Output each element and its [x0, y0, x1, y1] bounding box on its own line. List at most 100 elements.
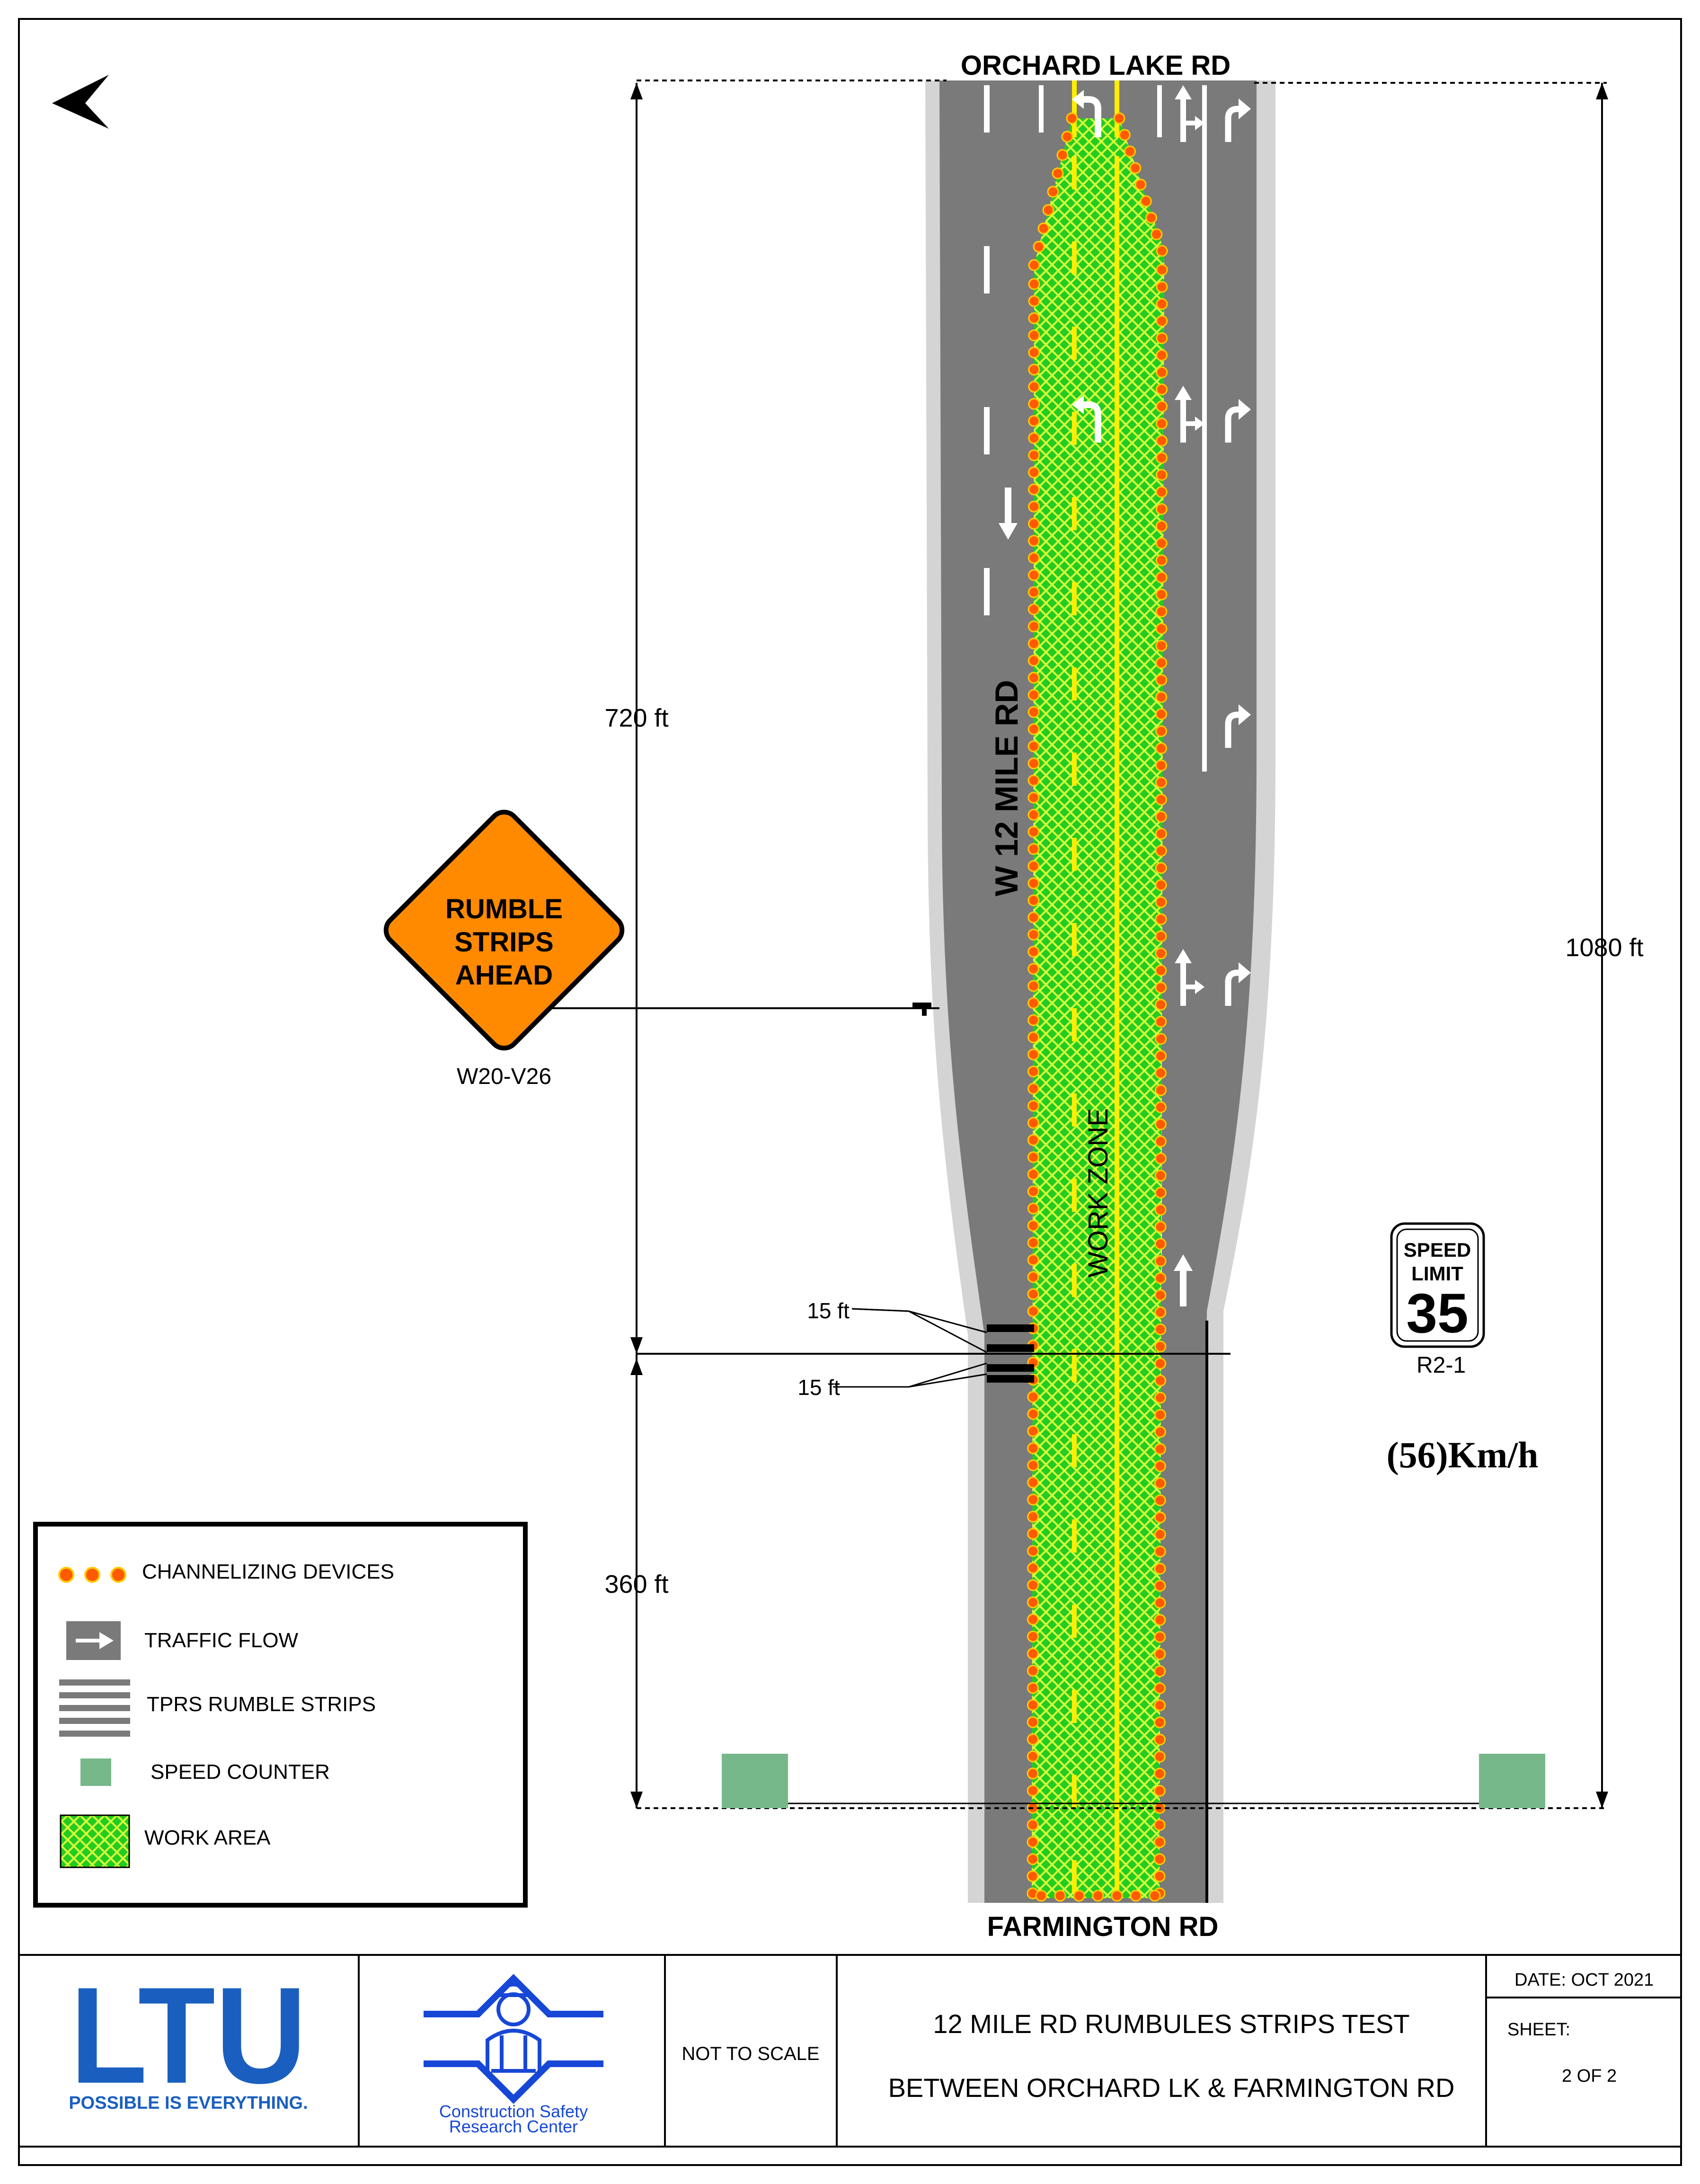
channelizing-device — [1027, 1682, 1039, 1694]
right-turn-arrow-icon — [1225, 98, 1251, 142]
channelizing-device — [1027, 1014, 1040, 1026]
work-zone-label: WORK ZONE — [1083, 1108, 1114, 1278]
channelizing-device — [1027, 946, 1040, 958]
channelizing-device — [1154, 1460, 1166, 1472]
traffic-direction-arrow-icon — [1174, 1254, 1193, 1306]
channelizing-device — [1130, 1890, 1142, 1902]
dimension-lines — [549, 80, 1607, 1809]
date-field: DATE: OCT 2021 — [1514, 1970, 1654, 1990]
channelizing-device — [1154, 1409, 1166, 1421]
channelizing-device — [1027, 620, 1040, 632]
channelizing-device — [1027, 1031, 1040, 1043]
channelizing-device — [1155, 537, 1168, 550]
channelizing-device — [1156, 435, 1168, 447]
channelizing-device — [1154, 1323, 1167, 1335]
channelizing-device — [1155, 759, 1167, 772]
channelizing-device — [1027, 1408, 1039, 1420]
speed-counter-icon — [80, 1758, 111, 1786]
channelizing-device — [1155, 605, 1168, 618]
channelizing-device — [1047, 186, 1059, 198]
channelizing-device — [1154, 1170, 1167, 1182]
left-turn-arrow-icon — [1072, 90, 1101, 137]
channelizing-device — [1156, 332, 1168, 344]
channelizing-device — [1155, 879, 1167, 891]
channelizing-device — [1155, 1067, 1167, 1079]
worker-icon — [486, 1982, 541, 2073]
channelizing-device — [1027, 826, 1040, 838]
channelizing-device — [1156, 383, 1168, 396]
channelizing-device — [1155, 793, 1167, 806]
channelizing-device — [1155, 554, 1168, 567]
channelizing-device — [1027, 1425, 1039, 1437]
channelizing-device — [1027, 1288, 1039, 1300]
channelizing-device — [1154, 1375, 1167, 1387]
speed-counter-east — [1479, 1754, 1545, 1808]
road — [925, 80, 1275, 1903]
channelizing-device — [1140, 195, 1152, 207]
north-arrow-icon — [52, 75, 109, 129]
csrc-line-1: Construction Safety — [439, 2102, 588, 2121]
channelizing-device — [1155, 1050, 1167, 1062]
legend-label: CHANNELIZING DEVICES — [142, 1560, 394, 1583]
channelizing-device — [1153, 1819, 1166, 1831]
channelizing-device — [1154, 1631, 1166, 1643]
channelizing-device — [1037, 222, 1050, 234]
channelizing-device — [1028, 449, 1040, 462]
channelizing-device — [1027, 1648, 1039, 1660]
channelizing-device — [1155, 1016, 1167, 1028]
channelizing-device — [1154, 1101, 1167, 1113]
channelizing-device — [1155, 1033, 1167, 1045]
dimension-total: 1080 ft — [1565, 933, 1643, 962]
channelizing-device — [1155, 520, 1168, 533]
channelizing-device — [1027, 929, 1040, 941]
channelizing-device — [1155, 1084, 1167, 1096]
scale-note: NOT TO SCALE — [682, 2043, 819, 2064]
channelizing-device — [1027, 1819, 1039, 1831]
channelizing-device — [1149, 1890, 1161, 1902]
channelizing-device — [1155, 742, 1167, 755]
channelizing-device — [1154, 1614, 1166, 1626]
channelizing-device — [1028, 346, 1040, 359]
channelizing-device — [1052, 167, 1064, 179]
sheet-value: 2 OF 2 — [1562, 2066, 1617, 2086]
channelizing-device — [1124, 145, 1136, 158]
channelizing-device — [1155, 776, 1167, 789]
channelizing-device — [1027, 706, 1040, 718]
channelizing-device — [1027, 689, 1040, 701]
legend-label: WORK AREA — [144, 1826, 271, 1849]
channelizing-device — [1033, 240, 1045, 253]
channelizing-device — [1154, 1187, 1167, 1199]
channelizing-device — [1056, 149, 1069, 161]
channelizing-device — [1027, 1493, 1039, 1506]
channelizing-device — [1027, 1510, 1039, 1523]
channelizing-device — [1154, 1272, 1167, 1284]
channelizing-device — [1027, 1476, 1039, 1489]
through-right-arrow-icon — [1175, 949, 1204, 1006]
legend-label: TRAFFIC FLOW — [144, 1629, 299, 1652]
channelizing-device — [1155, 828, 1167, 840]
csrc-line-2: Research Center — [449, 2117, 578, 2136]
channelizing-device — [1154, 1204, 1167, 1216]
speed-sign-line-1: SPEED — [1404, 1239, 1471, 1261]
right-turn-arrow-icon — [1225, 704, 1251, 748]
sheet-label: SHEET: — [1507, 2020, 1570, 2040]
channelizing-device — [1028, 535, 1040, 547]
channelizing-device — [1027, 1202, 1039, 1215]
channelizing-device — [1113, 112, 1125, 124]
channelizing-device — [1027, 1100, 1039, 1112]
channelizing-device — [1073, 1890, 1085, 1902]
legend: CHANNELIZING DEVICES TRAFFIC FLOW TPRS R… — [33, 1522, 528, 1908]
ltu-logo: LTU POSSIBLE IS EVERYTHING. — [69, 1959, 308, 2113]
channelizing-device — [1027, 1733, 1039, 1745]
channelizing-device — [1154, 1580, 1166, 1592]
channelizing-device — [1156, 349, 1168, 361]
ltu-logo-text: LTU — [70, 1959, 307, 2112]
channelizing-device — [1027, 1117, 1039, 1129]
channelizing-device — [1027, 1083, 1039, 1095]
channelizing-device — [1154, 1682, 1166, 1695]
channelizing-device — [1028, 415, 1040, 427]
channelizing-device — [1155, 725, 1168, 737]
speed-limit-sign: SPEED LIMIT 35 — [1390, 1222, 1485, 1348]
channelizing-device — [1156, 264, 1168, 276]
channelizing-device — [1154, 1426, 1166, 1438]
